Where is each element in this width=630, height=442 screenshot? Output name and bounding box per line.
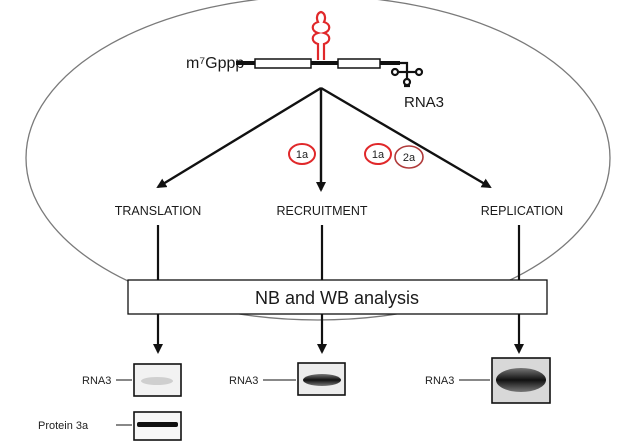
cap-label: m⁷Gppp [186, 55, 244, 72]
protein-1a-label: 1a [372, 149, 385, 161]
replication-label: REPLICATION [481, 204, 563, 218]
analysis-connectors [156, 225, 521, 280]
analysis-label: NB and WB analysis [255, 288, 419, 308]
result-arrows [153, 314, 524, 354]
analysis-box-frame [127, 279, 548, 315]
recruitment-protein-1a: 1a [288, 143, 316, 165]
protein-1a-circle [364, 143, 392, 165]
trna-like-structure-icon [390, 61, 424, 88]
recruitment-rna3-label: RNA3 [229, 375, 258, 387]
protein-1a-circle [288, 143, 316, 165]
translation-protein3a-label: Protein 3a [38, 420, 89, 432]
analysis-box: NB and WB analysis [127, 279, 548, 315]
arrow-to-replication [320, 86, 492, 189]
translation-rna3-label: RNA3 [82, 375, 111, 387]
replication-rna3-band [496, 368, 546, 392]
protein-2a-circle [394, 145, 424, 169]
recruitment-label: RECRUITMENT [277, 204, 368, 218]
translation-protein3a-band [137, 422, 178, 427]
translation-rna3-band [141, 377, 173, 385]
replication-blots: RNA3 [425, 357, 551, 404]
recruitment-blots: RNA3 [229, 362, 346, 396]
hairpin-icon [311, 10, 331, 60]
protein-2a-label: 2a [403, 152, 416, 164]
replication-proteins: 1a 2a [364, 143, 424, 169]
rna3-construct: m⁷Gppp RNA3 [186, 10, 444, 111]
protein-1a-label: 1a [296, 149, 309, 161]
recruitment-rna3-band [303, 374, 341, 386]
translation-label: TRANSLATION [115, 204, 202, 218]
branch-arrows [156, 86, 492, 192]
cell-outline [25, 0, 611, 321]
arrow-to-translation [156, 86, 322, 189]
orf-box-2 [337, 58, 381, 69]
replication-rna3-label: RNA3 [425, 375, 454, 387]
orf-box-1a [254, 58, 312, 69]
rna3-label: RNA3 [404, 94, 444, 111]
translation-blots: RNA3 Protein 3a [38, 363, 182, 441]
